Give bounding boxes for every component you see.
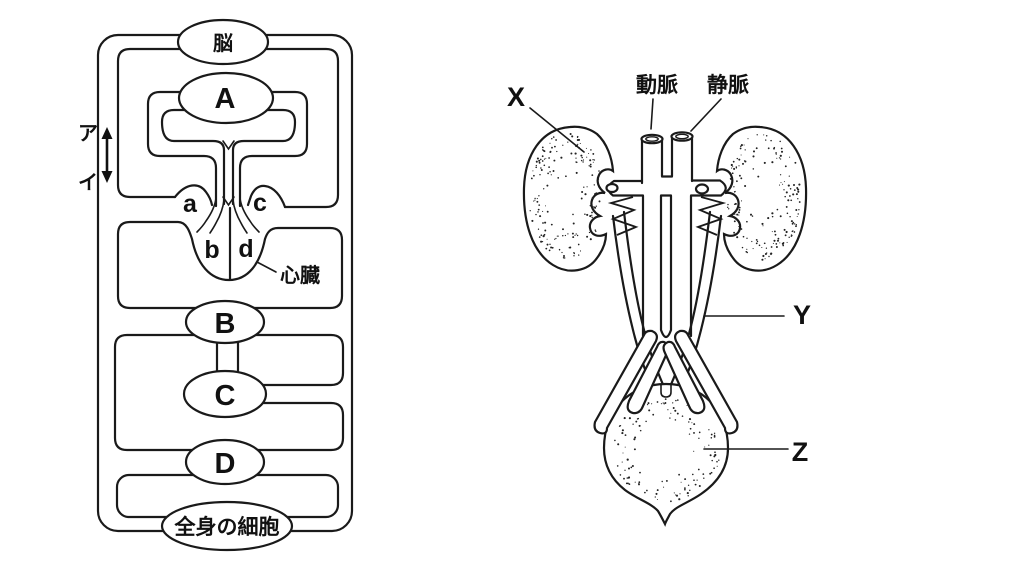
node-organ-d	[184, 438, 266, 486]
circulation-diagram: 脳 A B C D 全身の細胞 a c b d 心臓 ア イ	[78, 18, 354, 552]
valve-right-outer	[239, 197, 260, 233]
node-body-cells	[160, 500, 294, 552]
label-vein: 静脈	[707, 73, 749, 97]
great-vessels	[605, 131, 727, 339]
node-organ-c	[182, 369, 268, 419]
node-organ-b	[184, 299, 266, 345]
artery-leader-line	[650, 98, 654, 130]
kidney-leader-line	[529, 107, 585, 153]
label-organ-a: A	[215, 83, 236, 115]
renal-hilum-oval-left	[605, 182, 619, 194]
iliac-outer-left	[593, 329, 658, 435]
vessel-loop-organ-bc-d	[113, 333, 345, 452]
vein-rim-inner	[675, 133, 689, 140]
ureter-left-inner	[622, 210, 670, 398]
artery-rim-inner	[645, 136, 659, 142]
label-chamber-d: d	[238, 235, 253, 263]
heart-lobe-left	[173, 184, 214, 207]
label-organ-d: D	[215, 448, 236, 480]
bladder-neck-notch	[660, 385, 672, 398]
artery-rim	[640, 133, 664, 145]
vessel-tube-walls	[640, 136, 694, 185]
label-artery: 動脈	[636, 74, 678, 97]
kidney-right-shape	[715, 125, 808, 272]
label-kidney-x: X	[507, 82, 525, 112]
valve-left-outer	[196, 197, 217, 233]
trunk-walls	[641, 194, 693, 339]
label-chamber-b: b	[204, 236, 219, 264]
valve-right-inner	[232, 199, 248, 234]
label-chamber-a: a	[183, 190, 198, 218]
bladder-shape	[602, 382, 730, 527]
flow-arrowhead-aorta	[222, 140, 235, 151]
iliac-inner-left	[626, 340, 670, 415]
flow-arrowhead-heart-inlet	[222, 196, 235, 207]
label-chamber-c: c	[253, 189, 267, 217]
node-organ-a	[177, 71, 275, 125]
heart-leader-line	[256, 261, 277, 273]
iliac-outer-right	[674, 329, 739, 435]
node-brain	[176, 18, 270, 66]
portal-vessel	[215, 336, 240, 378]
label-bladder-z: Z	[792, 437, 809, 467]
label-flow-upper: ア	[78, 123, 98, 145]
flow-direction-arrow	[101, 127, 113, 183]
kidney-left-shape	[522, 125, 615, 272]
label-brain: 脳	[212, 32, 233, 55]
iliac-inner-right	[662, 340, 706, 415]
label-flow-lower: イ	[78, 172, 98, 194]
arrow-head-down	[101, 171, 113, 183]
label-ureter-y: Y	[793, 300, 811, 330]
iliac-vessels	[593, 329, 739, 435]
vein-leader-line	[690, 98, 722, 132]
kidney-left-stipple	[529, 132, 601, 259]
valve-left-inner	[209, 199, 225, 234]
renal-hilum-oval-right	[694, 183, 710, 195]
label-body-cells: 全身の細胞	[174, 515, 280, 539]
heart	[173, 184, 287, 281]
label-organ-b: B	[215, 308, 236, 340]
arrow-head-up	[101, 127, 113, 139]
label-organ-c: C	[215, 380, 236, 412]
urinary-diagram: X 動脈 静脈 Y Z	[507, 73, 811, 527]
heart-lobe-right	[246, 184, 287, 209]
vessel-loop-heart-organ-b	[116, 220, 344, 310]
renal-crossbar	[607, 175, 727, 197]
vein-rim	[670, 131, 694, 142]
kidney-right-stipple	[726, 134, 801, 261]
label-heart: 心臓	[280, 264, 320, 287]
